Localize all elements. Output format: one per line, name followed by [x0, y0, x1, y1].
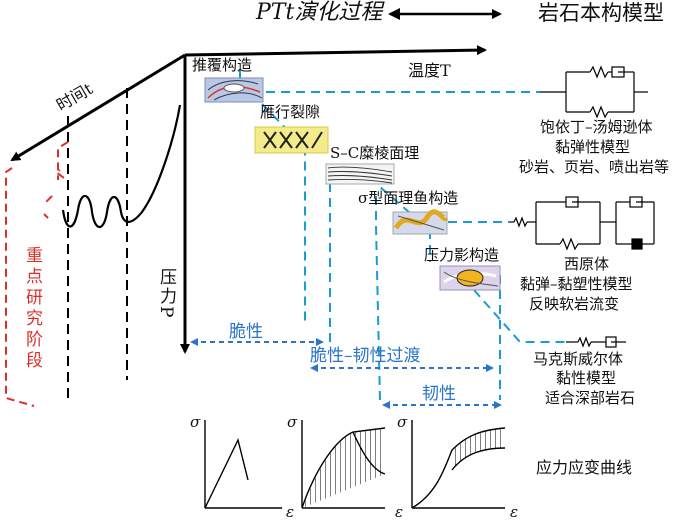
stress-strain-plot-ductile — [411, 420, 506, 509]
focus-stage-label: 重点研究阶段 — [22, 246, 42, 372]
model-1-application: 砂岩、页岩、喷出岩等 — [519, 158, 670, 176]
stress-strain-caption: 应力应变曲线 — [536, 458, 633, 477]
header-ptt-evolution: PTt演化过程 — [256, 0, 383, 25]
en-echelon-crack-thumbnail — [254, 126, 329, 154]
stress-strain-plot-transition — [301, 420, 386, 509]
plot-1-sigma-label: σ — [190, 413, 201, 431]
plot-3-epsilon-label: ε — [510, 503, 519, 521]
model-2-name: 西原体 — [564, 255, 610, 273]
plot-2-sigma-label: σ — [287, 413, 298, 431]
pressure-shadow-thumbnail — [439, 265, 501, 291]
brittle-label: 脆性 — [229, 322, 263, 342]
model-2-type: 黏弹–黏塑性模型 — [520, 275, 633, 293]
thrust-structure-label: 推覆构造 — [192, 56, 253, 74]
header-constitutive-model: 岩石本构模型 — [538, 1, 664, 25]
model-3-name: 马克斯威尔体 — [533, 350, 624, 368]
model-2-application: 反映软岩流变 — [529, 295, 620, 313]
pressure-axis-label: 压力P — [156, 268, 176, 320]
sigma-fish-thumbnail — [392, 209, 449, 235]
stress-strain-plot-brittle — [204, 420, 282, 509]
plot-1-epsilon-label: ε — [286, 503, 295, 521]
poynting-thomson-model — [540, 65, 648, 119]
pressure-shadow-label: 压力影构造 — [424, 246, 500, 264]
en-echelon-crack-label: 雁行裂隙 — [260, 103, 321, 121]
sigma-fish-label: σ型面理鱼构造 — [358, 189, 459, 207]
temperature-axis-label: 温度T — [408, 61, 451, 80]
sc-mylonite-thumbnail — [325, 163, 395, 185]
ptt-path-curve — [61, 104, 182, 229]
thrust-structure-thumbnail — [204, 77, 264, 103]
model-1-type: 黏弹性模型 — [555, 138, 631, 156]
temperature-axis — [184, 45, 487, 57]
model-1-name: 饱依丁–汤姆逊体 — [540, 118, 653, 136]
sc-mylonite-label: S–C糜棱面理 — [330, 144, 420, 162]
plot-2-epsilon-label: ε — [395, 503, 404, 521]
maxwell-model — [566, 336, 626, 348]
model-3-type: 黏性模型 — [556, 369, 617, 387]
time-axis — [10, 53, 186, 162]
focus-stage-box — [5, 141, 69, 407]
brittle-ductile-transition-label: 脆性–韧性过渡 — [310, 346, 421, 366]
model-3-application: 适合深部岩石 — [545, 389, 636, 407]
plot-3-sigma-label: σ — [397, 413, 408, 431]
nishihara-model — [510, 196, 655, 251]
ductile-label: 韧性 — [422, 384, 456, 404]
